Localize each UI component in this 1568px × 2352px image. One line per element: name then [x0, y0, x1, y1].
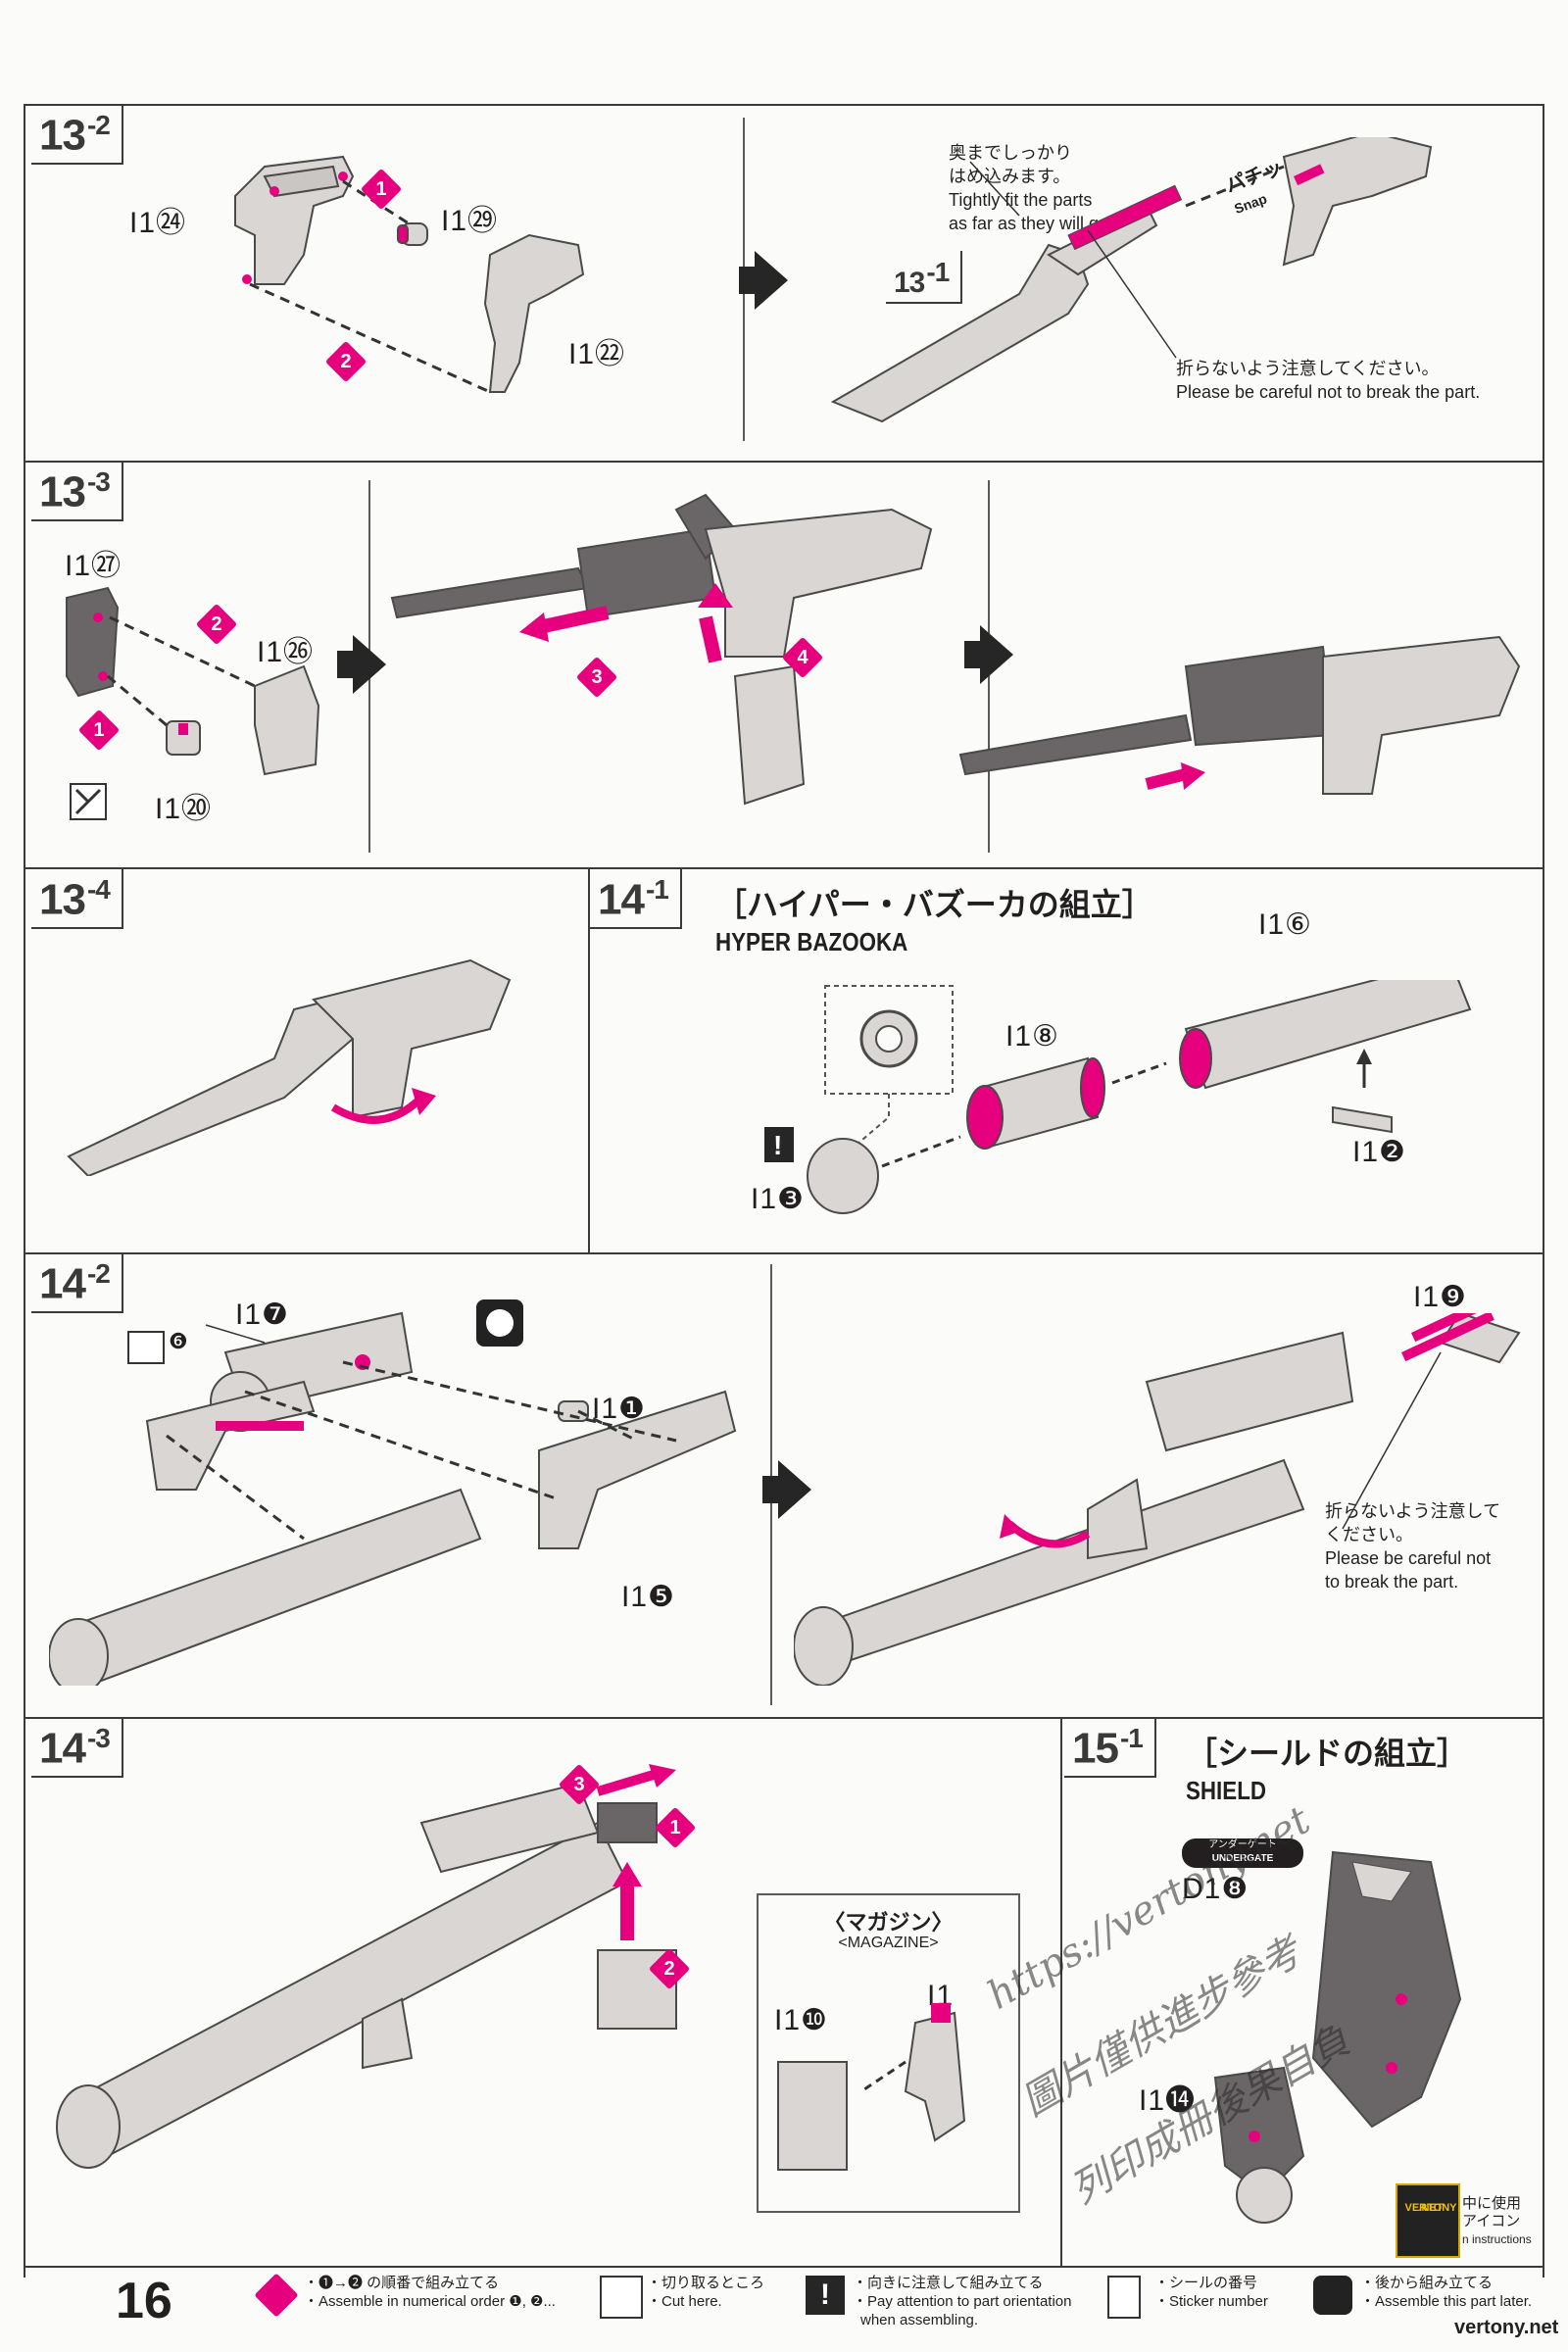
part-label-i1-27: I1㉗ [65, 550, 122, 582]
next-arrow-14-2 [762, 1460, 811, 1519]
heading-bazooka-en: HYPER BAZOOKA [715, 927, 908, 956]
icon-note-side: 中に使用 アイコン n instructions [1462, 2195, 1532, 2246]
legend-sticker-number: ・シールの番号・Sticker number [1107, 2272, 1303, 2323]
note-careful-break-2: 折らないよう注意して ください。 Please be careful not t… [1325, 1501, 1501, 1592]
next-arrow-13-3b [964, 625, 1013, 684]
part-label-i1-14: I1⓮ [1139, 2084, 1197, 2117]
note-tight-fit: 奥までしっかり はめ込みます。 Tightly fit the parts as… [949, 143, 1114, 233]
heading-shield-jp: ［シールドの組立］ [1186, 1736, 1469, 1771]
legend-numerical-order: ・❶→❷ の順番で組み立てる・Assemble in numerical ord… [254, 2272, 590, 2323]
svg-text:!: ! [773, 1130, 782, 1160]
order-badge-3: 3 [575, 656, 618, 699]
diagram-13-2-parts [234, 155, 585, 394]
part-label-i1-24: I1㉔ [129, 207, 187, 239]
page-number: 16 [116, 2273, 172, 2329]
step-label-13-3: 13-3 [31, 461, 123, 521]
part-label-i1-26: I1㉖ [257, 636, 315, 668]
divider-row4 [24, 1717, 1544, 1719]
step-label-13-2: 13-2 [31, 104, 123, 165]
next-arrow-13-3a [337, 635, 386, 694]
legend-orientation: ! ・向きに注意して組み立てる・Pay attention to part or… [806, 2272, 1100, 2328]
diagram-14-3 [56, 1764, 677, 2169]
sticker-legend-icon [1107, 2276, 1141, 2319]
order-badge-13-3-1: 1 [77, 709, 121, 752]
page-frame [24, 104, 1544, 2278]
diagram-13-4 [67, 958, 512, 1176]
part-label-i1-8: I1⑧ [1005, 1020, 1059, 1053]
part-label-i1-3: I1❸ [751, 1183, 805, 1215]
frame-part-22 [483, 233, 585, 393]
step-label-14-3: 14-3 [31, 1717, 123, 1778]
next-arrow-13-2 [739, 251, 788, 310]
diagram-14-2-parts [49, 1311, 737, 1686]
diagram-14-1: ! [764, 980, 1472, 1214]
part-label-i1-5: I1❺ [621, 1581, 675, 1613]
nipper-icon [600, 2276, 643, 2319]
undergate-badge: アンダーゲート UNDERGATE [1182, 1838, 1303, 1868]
magazine-heading-en: <MAGAZINE> [838, 1935, 939, 1951]
heading-bazooka-jp: ［ハイパー・バズーカの組立］ [715, 887, 1153, 922]
diagram-14-2-result [794, 1313, 1521, 1686]
diagram-13-3-body [390, 493, 933, 806]
step-label-13-4: 13-4 [31, 868, 123, 929]
pin-part-29 [397, 222, 428, 246]
vertony-logo: VERTONY.NET [1396, 2183, 1460, 2258]
step-label-14-2: 14-2 [31, 1252, 123, 1313]
step-label-14-1: 14-1 [590, 868, 682, 929]
part-label-i1-20: I1⑳ [155, 793, 213, 825]
heading-shield-en: SHIELD [1186, 1776, 1266, 1805]
legend-assemble-later: ・後から組み立てる・Assemble this part later. [1313, 2272, 1539, 2323]
diagram-15-1 [1213, 1850, 1462, 2224]
site-watermark: vertony.net [1454, 2317, 1559, 2338]
diagram-13-3-parts [66, 586, 320, 820]
part-label-i1-9: I1❾ [1413, 1281, 1467, 1313]
order-badge-2: 2 [324, 340, 368, 383]
legend-bar [243, 2266, 1544, 2328]
note-careful-break-1: 折らないよう注意してください。 Please be careful not to… [1176, 359, 1481, 402]
legend-cut-here: ・切り取るところ・Cut here. [600, 2272, 796, 2323]
divider-row2 [24, 867, 1544, 869]
magazine-heading-jp: 〈マガジン〉 [823, 1910, 954, 1935]
sticker-number-6: ❻ [169, 1329, 189, 1353]
attention-icon: ! [806, 2276, 845, 2315]
order-badge-13-3-2: 2 [195, 603, 238, 646]
sticker-icon [127, 1331, 165, 1364]
diagram-13-2-assembled [830, 137, 1433, 423]
step-label-15-1: 15-1 [1064, 1717, 1156, 1778]
separator-15-1 [1060, 1717, 1062, 2266]
part-label-d1-8: D1❽ [1182, 1873, 1250, 1905]
assemble-later-icon [476, 1299, 523, 1347]
order-badge-1: 1 [360, 168, 403, 211]
divider-row1 [24, 461, 1544, 463]
grip-part-24 [234, 155, 355, 285]
part-label-i1-22: I1㉒ [568, 338, 626, 370]
divider-row3 [24, 1252, 1544, 1254]
order-badge-icon [254, 2273, 299, 2318]
part-label-i1-29: I1㉙ [441, 205, 499, 237]
order-badge-14-3-2: 2 [648, 1947, 691, 1990]
separator-13-4 [588, 867, 590, 1252]
part-label-i1-2: I1❷ [1352, 1136, 1406, 1168]
step-ref-13-1: 13-1 [885, 251, 963, 304]
magazine-detail-box: 〈マガジン〉 <MAGAZINE> I1❿ I1 [757, 1893, 1020, 2213]
part-label-i1-7: I1❼ [235, 1298, 289, 1331]
diagram-13-3-result [958, 635, 1521, 795]
part-label-i1-10: I1❿ [774, 2004, 828, 2036]
order-badge-4: 4 [781, 636, 824, 679]
part-label-i1-6: I1⑥ [1258, 908, 1312, 941]
order-badge-14-3-1: 1 [654, 1806, 697, 1849]
assemble-later-legend-icon [1313, 2276, 1352, 2315]
order-badge-14-3-3: 3 [558, 1763, 601, 1806]
